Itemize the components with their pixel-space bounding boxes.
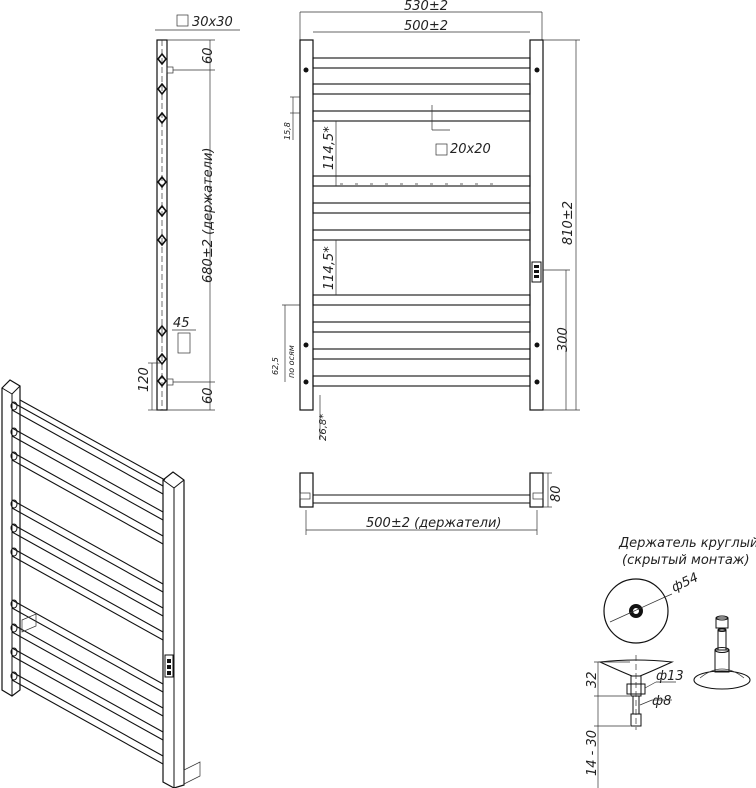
- right-post: [529, 39, 544, 411]
- dim-15-8: 15,8: [283, 122, 292, 140]
- dim-side-45: 45: [173, 316, 190, 331]
- side-bar-sections: [156, 52, 168, 388]
- holder-detail: Держатель круглый (скрытый монтаж) ф54 3…: [585, 536, 756, 788]
- top-view: 80 500±2 (держатели): [299, 472, 564, 535]
- dim-axis-label: по осям: [287, 345, 296, 378]
- holder-title-1: Держатель круглый: [618, 536, 756, 551]
- dim-26-8: 26,8*: [318, 414, 329, 441]
- isometric-view: [1, 379, 201, 788]
- holder-title-2: (скрытый монтаж): [622, 553, 750, 568]
- dim-height-overall: 810±2: [561, 201, 576, 245]
- dim-bottom-holders: 500±2 (держатели): [366, 516, 502, 531]
- dim-d54: ф54: [669, 570, 700, 595]
- dim-side-120: 120: [137, 367, 152, 392]
- front-view: 530±2 500±2: [271, 0, 580, 441]
- left-post: [299, 39, 314, 411]
- front-bars: [312, 57, 531, 387]
- dim-h14-30: 14 - 30: [585, 730, 600, 776]
- dim-post-section: 30x30: [192, 15, 233, 30]
- dim-d8: ф8: [652, 694, 671, 709]
- side-view: 30x30 60 680±2 (держатели) 60 120 45: [137, 14, 240, 411]
- holder-3d: [693, 615, 751, 690]
- dim-bottom-60: 60: [201, 387, 216, 404]
- dim-bar-section: 20x20: [450, 142, 491, 157]
- dim-gap-1: 114,5*: [322, 126, 337, 170]
- dim-width-overall: 530±2: [404, 0, 448, 14]
- dim-holder-span: 680±2 (держатели): [201, 148, 216, 284]
- holder-disc-top: [603, 578, 669, 644]
- dim-top-60: 60: [201, 47, 216, 64]
- dim-depth-80: 80: [549, 485, 564, 502]
- dim-62-5: 62,5: [271, 357, 280, 375]
- dim-height-300: 300: [556, 327, 571, 352]
- dim-gap-2: 114,5*: [322, 246, 337, 290]
- dim-width-bars: 500±2: [404, 19, 448, 34]
- dim-h32: 32: [585, 671, 600, 688]
- iso-bars: [11, 399, 166, 765]
- dim-d13: ф13: [656, 669, 684, 684]
